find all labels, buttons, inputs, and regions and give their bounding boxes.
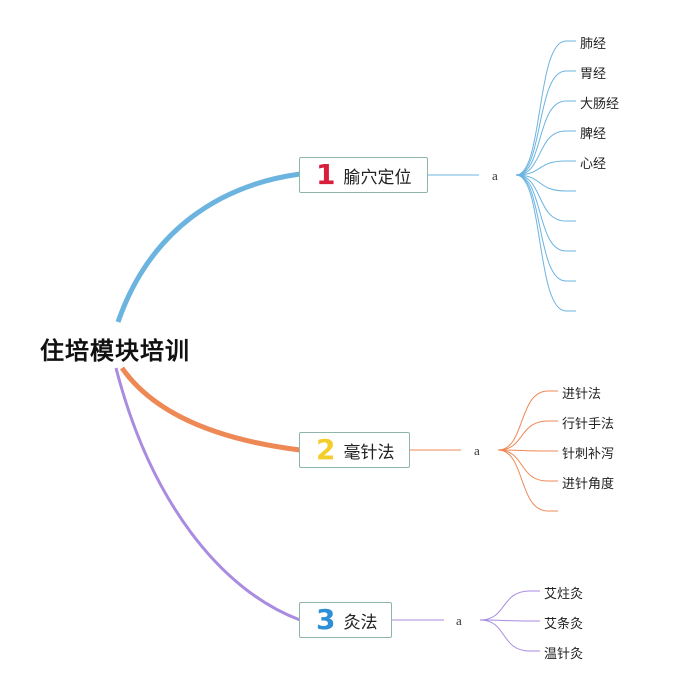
branch-1-label: 腧穴定位 bbox=[343, 167, 412, 188]
leaf-2-4[interactable]: 进针角度 bbox=[562, 477, 615, 492]
leaf-1-1[interactable]: 肺经 bbox=[580, 37, 607, 52]
branch-1-number: 1 bbox=[316, 158, 336, 191]
leaf-connector-2-1 bbox=[497, 390, 558, 451]
leaf-connector-2-5 bbox=[497, 449, 558, 512]
leaf-connector-1-4 bbox=[515, 130, 576, 176]
branch-2-node[interactable]: 2 毫针法 bbox=[299, 432, 410, 468]
leaf-connector-1-9 bbox=[515, 174, 576, 282]
leaf-1-3[interactable]: 大肠经 bbox=[580, 97, 620, 112]
branch-3-label: 灸法 bbox=[343, 612, 378, 633]
leaf-connector-2-4 bbox=[497, 449, 558, 482]
leaf-connector-3-3 bbox=[479, 619, 540, 652]
branch-3-connector bbox=[114, 367, 301, 622]
leaf-connector-1-1 bbox=[515, 40, 576, 176]
leaf-connector-1-7 bbox=[515, 174, 576, 222]
branch-3-number: 3 bbox=[316, 603, 336, 636]
root-topic[interactable]: 住培模块培训 bbox=[40, 337, 190, 365]
leaf-connectors-1 bbox=[515, 40, 576, 312]
leaf-connector-1-10 bbox=[515, 174, 576, 312]
branch-1-sub[interactable]: a bbox=[492, 168, 498, 183]
leaf-connector-2-3 bbox=[497, 449, 558, 452]
leaf-connector-3-2 bbox=[479, 619, 540, 622]
leaf-1-2[interactable]: 胃经 bbox=[580, 67, 607, 82]
leaf-connector-1-6 bbox=[515, 174, 576, 192]
leaf-connector-3-1 bbox=[479, 590, 540, 621]
branch-2-number: 2 bbox=[316, 433, 336, 466]
leaf-2-3[interactable]: 针刺补泻 bbox=[562, 447, 615, 462]
leaf-connector-1-3 bbox=[515, 100, 576, 176]
leaf-2-2[interactable]: 行针手法 bbox=[562, 417, 615, 432]
branch-2-sub[interactable]: a bbox=[474, 443, 480, 458]
leaf-connector-1-8 bbox=[515, 174, 576, 252]
leaf-connector-1-2 bbox=[515, 70, 576, 176]
branch-2-label: 毫针法 bbox=[343, 442, 395, 463]
leaf-3-3[interactable]: 温针灸 bbox=[544, 647, 584, 662]
branch-1-node[interactable]: 1 腧穴定位 bbox=[299, 157, 428, 193]
leaf-connectors-2 bbox=[497, 390, 558, 512]
leaf-1-4[interactable]: 脾经 bbox=[580, 127, 607, 142]
branch-1-connector bbox=[115, 171, 301, 323]
leaf-connector-2-2 bbox=[497, 420, 558, 451]
leaf-1-5[interactable]: 心经 bbox=[580, 157, 607, 172]
leaf-3-2[interactable]: 艾条灸 bbox=[544, 617, 584, 632]
branch-3-sub[interactable]: a bbox=[456, 613, 462, 628]
leaf-connectors-3 bbox=[479, 590, 540, 652]
branch-2-connector bbox=[119, 366, 301, 453]
leaf-2-1[interactable]: 进针法 bbox=[562, 387, 602, 402]
branch-3-node[interactable]: 3 灸法 bbox=[299, 602, 392, 638]
leaf-connector-1-5 bbox=[515, 160, 576, 176]
leaf-3-1[interactable]: 艾炷灸 bbox=[544, 587, 584, 602]
